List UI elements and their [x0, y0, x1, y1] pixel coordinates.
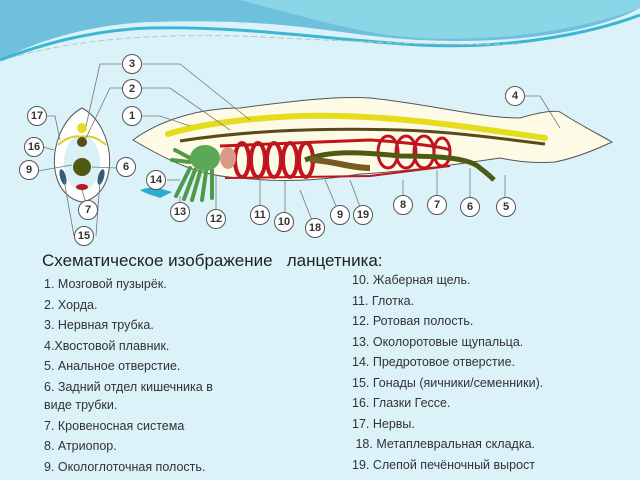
marker-4: 4	[505, 86, 525, 106]
marker-17: 17	[27, 106, 47, 126]
marker-2: 2	[122, 79, 142, 99]
lancelet-diagram	[37, 63, 614, 237]
marker-9: 9	[330, 205, 350, 225]
legend-item-8: 8. Атриопор.	[44, 439, 117, 453]
marker-16: 16	[24, 137, 44, 157]
marker-15: 15	[74, 226, 94, 246]
legend-item-9: 9. Окологлоточная полость.	[44, 459, 206, 474]
legend-item-18: 18. Метаплевральная складка.	[352, 437, 535, 451]
marker-7-cross: 7	[78, 200, 98, 220]
lancelet-body	[132, 96, 614, 202]
diagram-title: Схематическое изображение ланцетника:	[42, 251, 383, 270]
marker-9-cross: 9	[19, 160, 39, 180]
legend-item-5: 5. Анальное отверстие.	[44, 359, 181, 373]
legend-item-17: 17. Нервы.	[352, 416, 415, 431]
marker-18: 18	[305, 218, 325, 238]
marker-14: 14	[146, 170, 166, 190]
legend-item-16: 16. Глазки Гессе.	[352, 396, 451, 410]
legend-right: 10. Жаберная щель. 11. Глотка. 12. Ротов…	[352, 270, 632, 475]
legend-item-7: 7. Кровеносная система	[44, 418, 185, 433]
marker-6-cross: 6	[116, 157, 136, 177]
legend-item-6: 6. Задний отдел кишечника в виде трубки.	[44, 379, 213, 412]
legend-item-2: 2. Хорда.	[44, 297, 98, 312]
legend-left: 1. Мозговой пузырёк. 2. Хорда. 3. Нервна…	[44, 274, 284, 477]
marker-5: 5	[496, 197, 516, 217]
marker-1: 1	[122, 106, 142, 126]
marker-19: 19	[353, 205, 373, 225]
marker-8: 8	[393, 195, 413, 215]
cross-section	[53, 107, 111, 203]
marker-3: 3	[122, 54, 142, 74]
marker-6: 6	[460, 197, 480, 217]
marker-11: 11	[250, 205, 270, 225]
marker-10: 10	[274, 212, 294, 232]
legend-item-15: 15. Гонады (яичники/семенники).	[352, 375, 544, 390]
legend-item-4: 4.Хвостовой плавник.	[44, 338, 170, 353]
legend-item-10: 10. Жаберная щель.	[352, 273, 471, 287]
legend-item-14: 14. Предротовое отверстие.	[352, 355, 515, 369]
legend-item-3: 3. Нервная трубка.	[44, 318, 154, 332]
legend-item-11: 11. Глотка.	[352, 293, 414, 308]
marker-12: 12	[206, 209, 226, 229]
legend-item-13: 13. Околоротовые щупальца.	[352, 334, 524, 349]
legend-item-12: 12. Ротовая полость.	[352, 314, 474, 328]
legend-item-19: 19. Слепой печёночный вырост	[352, 457, 536, 472]
marker-13: 13	[170, 202, 190, 222]
marker-7: 7	[427, 195, 447, 215]
legend-item-1: 1. Мозговой пузырёк.	[44, 277, 167, 291]
